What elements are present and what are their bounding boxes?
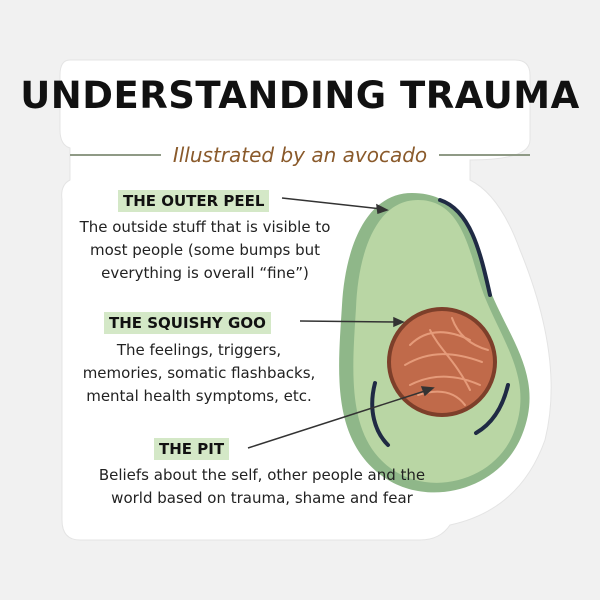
- description-line: everything is overall “fine”): [101, 264, 309, 282]
- description-line: world based on trauma, shame and fear: [111, 489, 413, 507]
- pointer-arrows: [247, 197, 435, 449]
- page-title: UNDERSTANDING TRAUMA: [20, 74, 580, 117]
- description-outer-peel: The outside stuff that is visible to mos…: [60, 216, 350, 285]
- subtitle-row: Illustrated by an avocado: [70, 140, 531, 170]
- divider-left: [70, 154, 161, 156]
- description-line: The feelings, triggers,: [116, 341, 282, 359]
- description-line: memories, somatic flashbacks,: [82, 364, 316, 382]
- description-line: mental health symptoms, etc.: [86, 387, 312, 405]
- description-line: most people (some bumps but: [90, 241, 320, 259]
- description-line: The outside stuff that is visible to: [79, 218, 331, 236]
- description-line: Beliefs about the self, other people and…: [98, 466, 426, 484]
- subtitle: Illustrated by an avocado: [172, 143, 428, 167]
- label-outer-peel: THE OUTER PEEL: [118, 190, 270, 212]
- avocado-icon: [339, 193, 530, 493]
- description-pit: Beliefs about the self, other people and…: [62, 464, 462, 510]
- description-squishy-goo: The feelings, triggers, memories, somati…: [68, 339, 330, 408]
- label-squishy-goo: THE SQUISHY GOO: [104, 312, 271, 334]
- divider-right: [439, 154, 531, 156]
- label-pit: THE PIT: [154, 438, 230, 460]
